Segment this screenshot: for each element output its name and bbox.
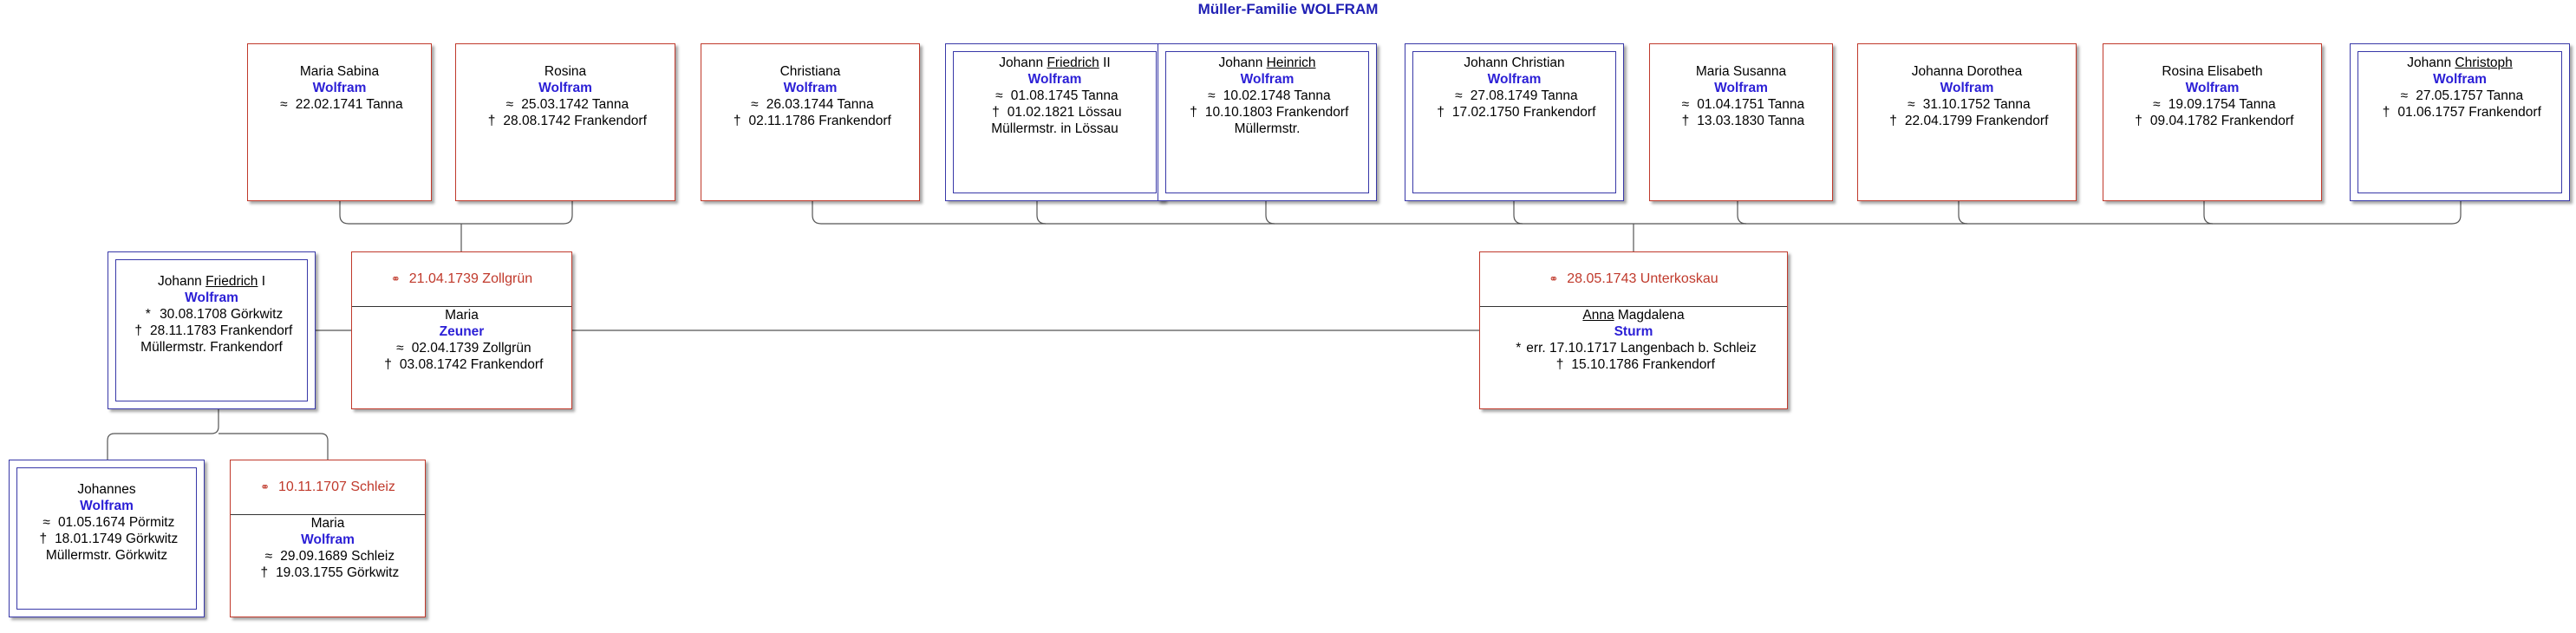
death-line: † 22.04.1799 Frankendorf xyxy=(1889,114,2049,128)
birth-line: ≈ 22.02.1741 Tanna xyxy=(280,97,403,112)
birth-line: ≈ 27.08.1749 Tanna xyxy=(1455,88,1578,103)
card-inner-border xyxy=(16,467,197,610)
given-name: Johanna Dorothea xyxy=(1911,64,2023,79)
person-card-child-1[interactable]: Maria Sabina Wolfram ≈ 22.02.1741 Tanna xyxy=(247,43,432,201)
birth-line: ≈ 31.10.1752 Tanna xyxy=(1908,97,2031,112)
death-line: † 17.02.1750 Frankendorf xyxy=(1437,105,1596,120)
given-name: Maria Sabina xyxy=(299,64,380,79)
surname: Wolfram xyxy=(1714,81,1768,95)
surname: Wolfram xyxy=(80,499,134,513)
person-card-child-6[interactable]: Johann Christian Wolfram ≈ 27.08.1749 Ta… xyxy=(1405,43,1624,201)
death-line: † 09.04.1782 Frankendorf xyxy=(2135,114,2294,128)
birth-line: ≈ 02.04.1739 Zollgrün xyxy=(396,341,532,356)
given-name: Johannes xyxy=(77,482,136,497)
occupation: Müllermstr. xyxy=(1234,121,1301,136)
birth-line: ≈ 01.08.1745 Tanna xyxy=(995,88,1118,103)
marriage-header: ⚭10.11.1707 Schleiz xyxy=(231,460,425,515)
death-line: † 19.03.1755 Görkwitz xyxy=(260,565,400,580)
given-name: Maria xyxy=(310,516,345,531)
death-line: † 01.02.1821 Lössau xyxy=(992,105,1122,120)
death-line: † 13.03.1830 Tanna xyxy=(1681,114,1805,128)
marriage-rings-icon: ⚭ xyxy=(390,272,401,285)
spouse-card-marriage-2[interactable]: ⚭28.05.1743 Unterkoskau Anna Magdalena S… xyxy=(1479,251,1788,409)
person-card-child-7[interactable]: Maria Susanna Wolfram ≈ 01.04.1751 Tanna… xyxy=(1649,43,1833,201)
occupation: Müllermstr. Görkwitz xyxy=(45,548,168,563)
given-name: Johann Christoph xyxy=(2407,55,2513,70)
birth-line: ≈ 26.03.1744 Tanna xyxy=(751,97,874,112)
birth-line: ≈ 01.04.1751 Tanna xyxy=(1681,97,1805,112)
occupation: Müllermstr. Frankendorf xyxy=(140,340,283,355)
spouse-card-mother[interactable]: ⚭10.11.1707 Schleiz Maria Wolfram ≈ 29.0… xyxy=(230,460,426,617)
surname: Wolfram xyxy=(538,81,592,95)
marriage-rings-icon: ⚭ xyxy=(260,480,270,493)
death-line: † 02.11.1786 Frankendorf xyxy=(733,114,891,128)
surname: Wolfram xyxy=(1027,72,1082,87)
given-name: Anna Magdalena xyxy=(1582,308,1685,323)
given-name: Rosina Elisabeth xyxy=(2162,64,2263,79)
surname: Sturm xyxy=(1614,324,1653,339)
person-card-child-8[interactable]: Johanna Dorothea Wolfram ≈ 31.10.1752 Ta… xyxy=(1857,43,2077,201)
person-card-focus[interactable]: Johann Friedrich I Wolfram * 30.08.1708 … xyxy=(108,251,316,409)
death-line: † 15.10.1786 Frankendorf xyxy=(1555,357,1715,372)
chart-title: Müller-Familie WOLFRAM xyxy=(1197,1,1379,17)
surname: Wolfram xyxy=(1240,72,1295,87)
birth-line: ≈ 01.05.1674 Pörmitz xyxy=(42,515,175,530)
person-card-child-3[interactable]: Christiana Wolfram ≈ 26.03.1744 Tanna † … xyxy=(701,43,920,201)
card-inner-border xyxy=(1165,51,1369,193)
person-card-child-4[interactable]: Johann Friedrich II Wolfram ≈ 01.08.1745… xyxy=(945,43,1164,201)
card-inner-border xyxy=(953,51,1157,193)
birth-line: * 30.08.1708 Görkwitz xyxy=(145,307,284,322)
given-name: Maria Susanna xyxy=(1695,64,1787,79)
person-card-child-10[interactable]: Johann Christoph Wolfram ≈ 27.05.1757 Ta… xyxy=(2350,43,2570,201)
person-card-child-2[interactable]: Rosina Wolfram ≈ 25.03.1742 Tanna † 28.0… xyxy=(455,43,675,201)
person-card-child-5[interactable]: Johann Heinrich Wolfram ≈ 10.02.1748 Tan… xyxy=(1158,43,1377,201)
death-line: † 10.10.1803 Frankendorf xyxy=(1190,105,1349,120)
surname: Wolfram xyxy=(2185,81,2240,95)
death-line: † 01.06.1757 Frankendorf xyxy=(2382,105,2541,120)
surname: Wolfram xyxy=(783,81,838,95)
person-card-father[interactable]: Johannes Wolfram ≈ 01.05.1674 Pörmitz † … xyxy=(9,460,205,617)
death-line: † 28.11.1783 Frankendorf xyxy=(134,323,293,338)
surname: Wolfram xyxy=(1940,81,1994,95)
given-name: Johann Friedrich II xyxy=(999,55,1111,70)
death-line: † 28.08.1742 Frankendorf xyxy=(487,114,647,128)
marriage-rings-icon: ⚭ xyxy=(1549,272,1559,285)
occupation: Müllermstr. in Lössau xyxy=(991,121,1118,136)
card-inner-border xyxy=(1412,51,1616,193)
given-name: Christiana xyxy=(779,64,841,79)
marriage-header: ⚭28.05.1743 Unterkoskau xyxy=(1480,252,1787,307)
death-line: † 03.08.1742 Frankendorf xyxy=(384,357,544,372)
surname: Zeuner xyxy=(439,324,485,339)
card-inner-border xyxy=(115,259,308,401)
birth-line: ≈ 19.09.1754 Tanna xyxy=(2153,97,2276,112)
given-name: Maria xyxy=(445,308,479,323)
birth-line: ≈ 29.09.1689 Schleiz xyxy=(264,549,395,564)
marriage-header: ⚭21.04.1739 Zollgrün xyxy=(352,252,571,307)
card-inner-border xyxy=(2358,51,2562,193)
person-card-child-9[interactable]: Rosina Elisabeth Wolfram ≈ 19.09.1754 Ta… xyxy=(2103,43,2322,201)
surname: Wolfram xyxy=(185,290,238,305)
given-name: Johann Heinrich xyxy=(1218,55,1316,70)
death-line: † 18.01.1749 Görkwitz xyxy=(39,532,179,546)
given-name: Rosina xyxy=(544,64,587,79)
birth-line: ≈ 25.03.1742 Tanna xyxy=(505,97,629,112)
surname: Wolfram xyxy=(1487,72,1542,87)
spouse-card-marriage-1[interactable]: ⚭21.04.1739 Zollgrün Maria Zeuner ≈ 02.0… xyxy=(351,251,572,409)
surname: Wolfram xyxy=(301,532,355,547)
birth-line: ≈ 10.02.1748 Tanna xyxy=(1208,88,1331,103)
birth-line: *err. 17.10.1717 Langenbach b. Schleiz xyxy=(1516,341,1757,356)
given-name: Johann Christian xyxy=(1464,55,1565,70)
surname: Wolfram xyxy=(312,81,367,95)
surname: Wolfram xyxy=(2433,72,2487,87)
birth-line: ≈ 27.05.1757 Tanna xyxy=(2400,88,2524,103)
given-name: Johann Friedrich I xyxy=(157,274,266,289)
